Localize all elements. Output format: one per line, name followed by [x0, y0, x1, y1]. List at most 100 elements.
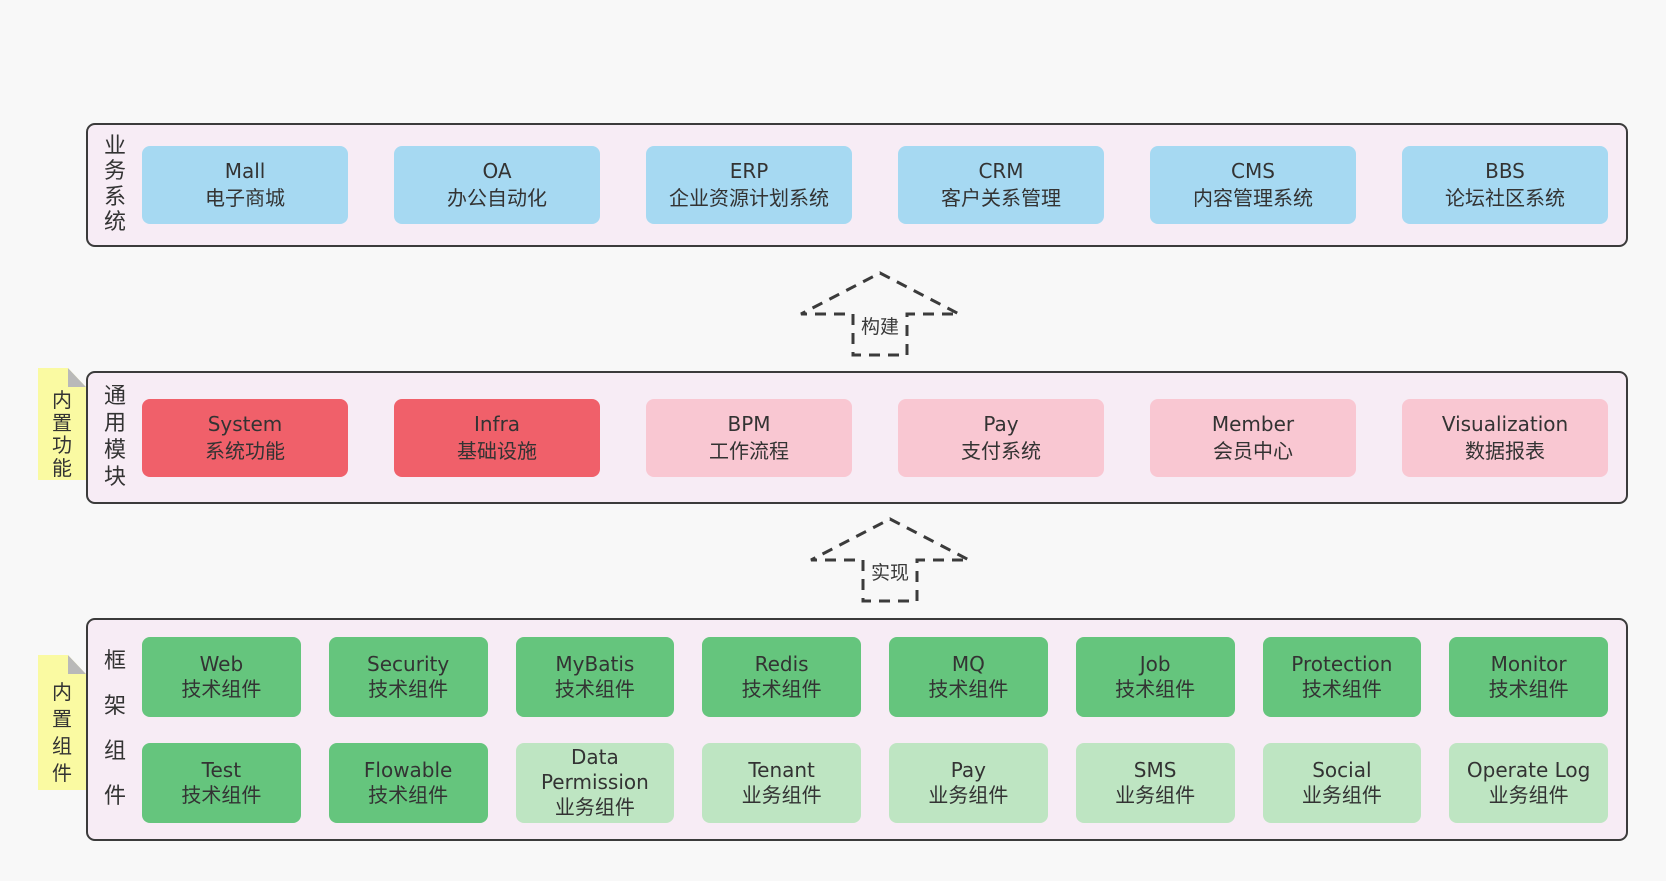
box-title: CRM: [978, 159, 1024, 183]
box-subtitle: 内容管理系统: [1193, 186, 1313, 210]
dashed-up-arrow-icon: [800, 271, 960, 357]
box-title: Pay: [950, 757, 986, 782]
vertical-label-char: 统: [103, 209, 126, 235]
box-title: Pay: [983, 411, 1019, 436]
vertical-label-char: 能: [52, 455, 72, 480]
diagram-box-erp: ERP 企业资源计划系统: [646, 146, 852, 224]
sticky-note-built-in-components: 内置组件: [38, 655, 86, 790]
diagram-box-crm: CRM 客户关系管理: [898, 146, 1104, 224]
layer-side-label: 业务系统: [88, 125, 142, 245]
box-subtitle: 业务组件: [1301, 782, 1382, 807]
box-title: MyBatis: [555, 651, 635, 676]
vertical-label-char: 用: [103, 411, 126, 436]
dashed-up-arrow-icon: [810, 517, 970, 603]
box-title: Flowable: [363, 757, 453, 782]
folded-corner-icon: [68, 368, 86, 387]
box-title: BBS: [1485, 159, 1525, 183]
vertical-label-char: 置: [52, 707, 72, 731]
box-title: Tenant: [748, 757, 815, 782]
vertical-label-char: 通: [103, 384, 126, 409]
box-title: SMS: [1133, 757, 1177, 782]
vertical-label-char: 置: [52, 410, 72, 435]
box-subtitle: 业务组件: [1115, 782, 1196, 807]
box-title: Social: [1312, 757, 1372, 782]
box-title: Data Permission: [540, 745, 649, 794]
box-subtitle: 业务组件: [928, 782, 1009, 807]
box-subtitle: 业务组件: [1488, 782, 1569, 807]
box-subtitle: 企业资源计划系统: [669, 186, 829, 210]
box-title: ERP: [729, 159, 769, 183]
vertical-label-char: 模: [103, 438, 126, 463]
box-subtitle: 技术组件: [1488, 676, 1569, 701]
vertical-label-char: 件: [103, 784, 126, 809]
vertical-label-char: 组: [52, 734, 72, 758]
box-title: CMS: [1231, 159, 1275, 183]
vertical-label-char: 业: [103, 134, 126, 160]
box-subtitle: 电子商城: [205, 186, 285, 210]
diagram-box-cms: CMS 内容管理系统: [1150, 146, 1356, 224]
box-title: System: [207, 411, 283, 436]
box-subtitle: 论坛社区系统: [1445, 186, 1565, 210]
box-title: Redis: [754, 651, 809, 676]
vertical-label-char: 块: [103, 465, 126, 490]
diagram-box-mall: Mall 电子商城: [142, 146, 348, 224]
box-subtitle: 支付系统: [961, 438, 1041, 463]
vertical-label-char: 务: [103, 159, 126, 185]
vertical-label-char: 内: [52, 388, 72, 413]
folded-corner-icon: [68, 655, 86, 674]
layer-side-label: 通用模块: [88, 373, 142, 502]
box-title: Mall: [224, 159, 266, 183]
sticky-label: 内置组件: [38, 675, 86, 790]
vertical-label-char: 框: [103, 649, 126, 674]
box-title: Infra: [473, 411, 521, 436]
vertical-label-char: 架: [103, 694, 126, 719]
box-subtitle: 会员中心: [1213, 438, 1293, 463]
sticky-label: 内置功能: [38, 388, 86, 480]
box-title: Job: [1139, 651, 1171, 676]
arrow-label: 构建: [857, 312, 903, 339]
box-title: Monitor: [1490, 651, 1567, 676]
arrow-build: 构建: [795, 270, 965, 358]
vertical-label-char: 内: [52, 680, 72, 704]
box-subtitle: 客户关系管理: [941, 186, 1061, 210]
box-subtitle: 技术组件: [1301, 676, 1382, 701]
diagram-box-bbs: BBS 论坛社区系统: [1402, 146, 1608, 224]
box-subtitle: 业务组件: [554, 795, 635, 819]
box-subtitle: 技术组件: [928, 676, 1009, 701]
vertical-label-char: 系: [103, 184, 126, 210]
box-subtitle: 业务组件: [741, 782, 822, 807]
box-title: Visualization: [1441, 411, 1569, 436]
arrow-label: 实现: [867, 558, 913, 585]
arrow-implement: 实现: [805, 516, 975, 604]
box-title: Member: [1211, 411, 1295, 436]
box-subtitle: 技术组件: [181, 676, 262, 701]
box-title: Web: [199, 651, 244, 676]
box-title: Protection: [1291, 651, 1393, 676]
box-title: BPM: [727, 411, 771, 436]
box-title: MQ: [951, 651, 985, 676]
box-subtitle: 技术组件: [368, 676, 449, 701]
box-title: Security: [367, 651, 450, 676]
